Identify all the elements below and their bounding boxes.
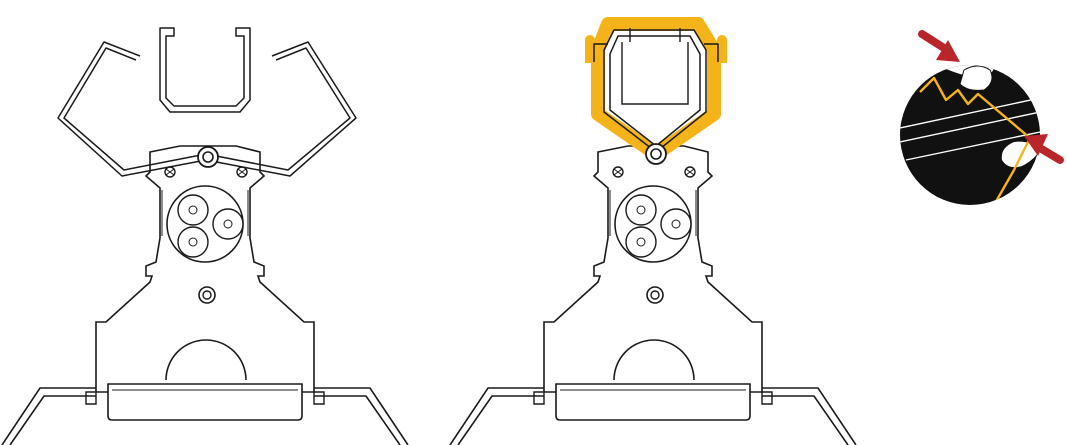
panel-detail: [900, 30, 1064, 205]
cable-channel: [159, 27, 251, 113]
panel-after: [449, 17, 857, 445]
squeeze-arrow-bottom: [1024, 134, 1064, 164]
detail-circle: [900, 65, 1040, 205]
wire-clip-closed: [593, 29, 719, 153]
cable-channel: [621, 28, 689, 105]
clip-wire-detail: [919, 76, 1032, 205]
panel-before: [1, 27, 409, 445]
squeeze-arrow-top: [918, 30, 960, 62]
pivot-screw: [197, 146, 219, 168]
wire-clip-open: [57, 41, 357, 177]
pivot-screw: [645, 143, 667, 165]
housing-body: [1, 145, 409, 445]
housing-body: [449, 145, 857, 445]
